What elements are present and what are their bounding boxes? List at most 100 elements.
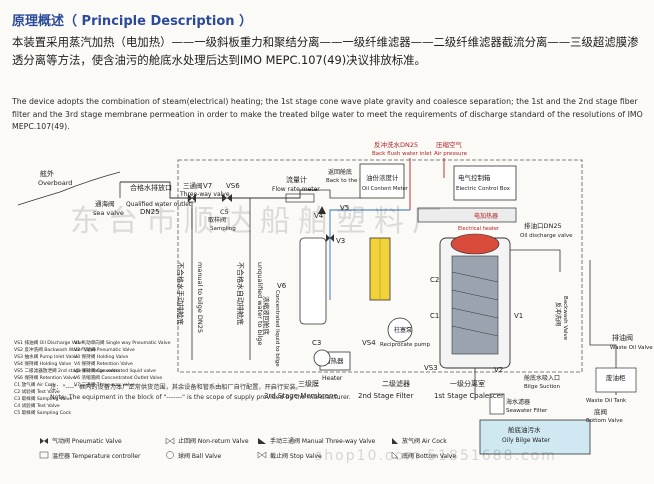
oil-content-meter [359,163,405,199]
pneumatic-valve-icon [40,438,48,444]
seawater-filter-zh: 海水滤器 [506,398,530,406]
legend-item: VS4 保持阀 Holding Valve [14,360,71,367]
backflush-en: Back flush water inlet [372,151,432,157]
legend-item: VS5 二级滤器放泄阀 2nd stage discharge valve [14,367,119,374]
legend-item: VS1 排油阀 Oil Discharge Valve [14,339,84,346]
legend-item: VS6 保持阀 Retention Valve [14,374,76,381]
control-box [453,165,517,201]
concentrated-en: Concentrated liquid to bilge [274,290,280,367]
ball-valve-icon [166,451,174,459]
legend-item: V7 三通阀 Three-way valve [74,381,135,388]
heater-zh: 加热器 [324,356,344,365]
c2-label: C2 [430,276,439,284]
symbol-label: 底阀 Bottom Valve [402,452,456,460]
vs4-label: VS4 [362,339,376,347]
overboard-en: Overboard [38,179,72,187]
legend-item: V6 浓缩液阀 Concentrated Outlet Valve [74,374,162,381]
backwash-en: Backwash Valve [562,296,568,341]
paragraph-en: The device adopts the combination of ste… [12,97,643,131]
membrane-zh: 三级膜 [298,379,319,388]
reciprocate-pump-icon [387,317,413,343]
symbol-label: 手动三通阀 Manual Three-way Valve [270,437,376,445]
legend-item: C2 试验阀 Test Valve [14,388,60,395]
sampling-zh: 取样阀 [208,216,226,224]
vs6-label: VS6 [226,182,240,190]
legend-left: VS1 排油阀 Oil Discharge Valve VS2 反冲洗阀 Bac… [14,339,119,416]
legend-item: C4 试验阀 Test Valve [14,402,60,409]
sea-valve-zh: 通海阀 [95,199,115,208]
flow-meter-icon [285,193,315,203]
coalescer-top-icon [450,233,500,255]
electric-heater [417,207,517,223]
waste-oil-valve-zh: 排油阀 [612,333,633,342]
legend-item: VS2 反冲洗阀 Backwash Water Valve [14,346,96,353]
waste-oil-valve-en: Waste Oil Valve [610,345,653,351]
concentrated-zh: 浓缩液回舱底 [262,296,271,336]
filter-zh: 二级滤器 [382,379,410,388]
paragraph-zh: 本装置采用蒸汽加热（电加热）——一级斜板重力和聚结分离——一级纤维滤器——二级纤… [12,35,639,67]
air-cock-icon [392,438,398,444]
legend-item: C1 放气阀 Air Cock [14,381,56,388]
sampling-en: Sampling [210,226,236,232]
symbol-label: 截止阀 Stop Valve [270,452,322,460]
legend-item: V3 保持阀 Holding Valve [74,353,128,360]
v6-label: V6 [277,282,287,290]
pump-zh: 柱塞泵 [394,326,412,334]
coalescer-zh: 一级分离室 [450,379,485,388]
air-pressure-zh: 压缩空气 [436,140,463,149]
manual-zh: 不合格水手动排舱底 [176,262,185,325]
waste-oil-tank-zh: 废油柜 [606,373,626,382]
seawater-filter-en: Seawater Filter [506,408,548,414]
oil-discharge-zh: 排油口DN25 [524,221,562,230]
symbol-label: 止回阀 Non-return Valve [178,437,249,445]
vs6-valve-icon [222,194,232,202]
unqualified-en: unqualified water to bilge [256,262,264,345]
vs3-label: VS3 [424,364,438,372]
unqualified-zh: 不合格水自动排舱底 [236,262,245,325]
bilge-water-zh: 舱底油污水 [508,425,541,434]
bottom-valve-icon [391,451,399,459]
manual-en: manual to bilge DN25 [196,262,204,333]
note-zh: 注："----" 框内的设备为本厂正常供货范围，其余设备和管系由船厂自行配置，开… [50,384,302,391]
pump-en: Reciprocate pump [380,342,431,348]
electric-heater-en: Electrical heater [458,226,500,232]
heater-en: Heater [322,375,343,382]
control-box-zh: 电气控制箱 [458,173,491,182]
membrane-en: 3rd Stage Membrane [264,392,338,400]
oil-content-zh: 油份浓度计 [366,173,399,182]
scope-note: 注："----" 框内的设备为本厂正常供货范围，其余设备和管系由船厂自行配置，开… [50,383,410,403]
title-zh: 原理概述 [12,14,65,29]
dn25-label: DN25 [140,208,160,216]
three-way-en: Three-way valve [179,191,230,198]
note-en: Note: The equipment in the block of "---… [50,394,351,401]
back-bilge-en: Back to the bilge [326,178,373,184]
c5-label: C5 [220,208,229,216]
symbol-label: 气动阀 Pneumatic Valve [52,437,122,445]
back-bilge-zh: 返回舱底 [328,168,352,176]
backflush-zh: 反冲洗水DN25 [374,140,418,149]
legend-item: V4 保持阀 Retention Valve [74,360,133,367]
section-title: 原理概述（ Principle Description ） [12,10,252,29]
waste-oil-tank [595,367,637,393]
legend-item: V5 保持阀 Concentrated liquid valve [74,367,156,374]
v7-label: V7 [203,182,212,190]
v1-label: V1 [514,312,523,320]
oil-content-en: Oil Content Meter [362,186,409,192]
oil-discharge-en: Oil discharge valve [520,233,573,239]
seawater-filter-icon [489,393,505,415]
flow-meter-en: Flow rate meter [272,186,320,193]
flow-meter-zh: 流量计 [286,175,307,184]
bilge-well [479,419,591,455]
bottom-valve-zh: 底阀 [594,407,607,416]
flush-line [329,209,410,300]
electric-heater-zh: 电加热器 [474,212,498,220]
coalescer-en: 1st Stage Coalescer [434,392,504,400]
bilge-suction-zh: 舱底水吸入口 [524,374,560,382]
non-return-valve-icon [165,437,175,445]
supply-boundary [177,159,583,373]
title-en: （ Principle Description ） [64,14,253,29]
legend-item: V2 气动阀 Pneumatic Valve [74,346,135,353]
coalescer-plates [451,255,499,355]
symbol-key: 气动阀 Pneumatic Valve 止回阀 Non-return Valve… [39,437,456,460]
